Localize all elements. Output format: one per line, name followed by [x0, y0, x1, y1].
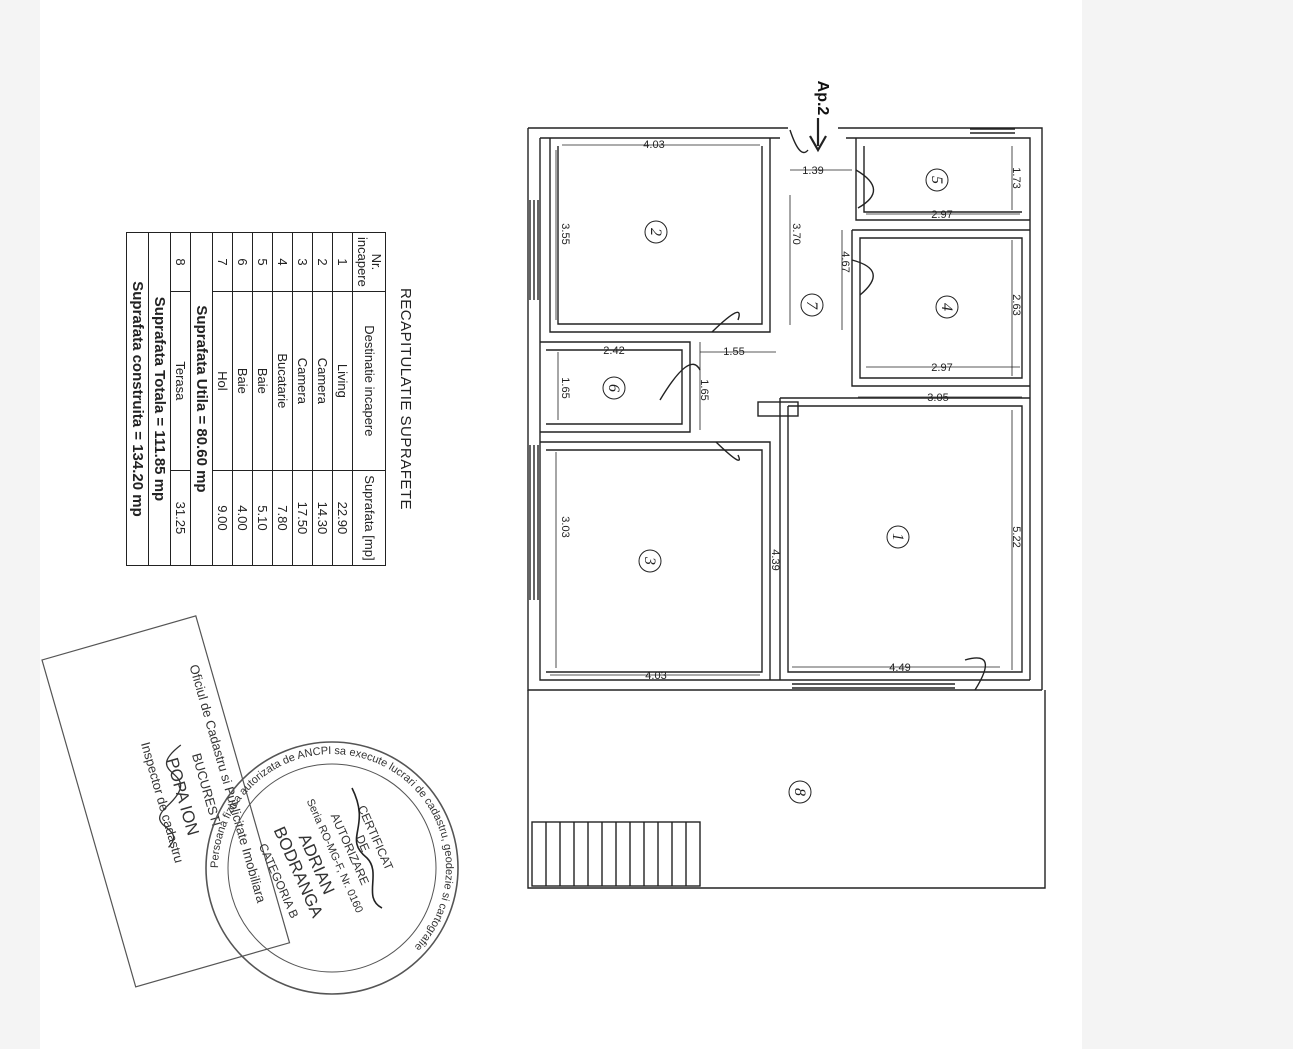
dimension-labels: 4.03 3.55 1.39 3.70 4.67 1.73 2.97 2.63 …: [559, 139, 1022, 682]
room-marker-1: 1: [886, 525, 910, 549]
dim-r5-side: 1.73: [1010, 167, 1022, 188]
dim-r1-top: 3.05: [927, 392, 948, 404]
dim-r3-side: 3.03: [559, 516, 571, 537]
hall-pillar: [757, 401, 799, 417]
room-markers: 2 7 5 4 6 1 3 8: [602, 168, 959, 804]
dim-r4-bottom: 2.97: [931, 362, 952, 374]
dim-hall-top: 1.39: [802, 165, 823, 177]
signature-ocpi: [159, 744, 182, 848]
room-marker-2: 2: [644, 220, 668, 244]
dim-r2-side: 3.55: [559, 223, 571, 244]
svg-text:7: 7: [803, 301, 820, 310]
svg-text:8: 8: [791, 788, 808, 796]
svg-text:5: 5: [928, 176, 945, 184]
window-room-1: [792, 683, 955, 689]
dim-r5-bottom: 2.97: [931, 209, 952, 221]
room-marker-8: 8: [788, 780, 812, 804]
dim-r3-bottom: 4.03: [645, 670, 666, 682]
dim-r4-side: 2.63: [1010, 294, 1022, 315]
door-room-4: [851, 259, 874, 296]
room-1-wall: [779, 397, 1030, 680]
window-room-3: [529, 445, 539, 600]
door-entrance: [789, 129, 809, 154]
entrance-arrow-icon: [809, 118, 827, 153]
dim-r2-top: 4.03: [643, 139, 664, 151]
outer-wall-inner: [539, 137, 1031, 681]
dim-hall-length: 3.70: [790, 223, 802, 244]
signature-ancpi: [351, 787, 383, 909]
svg-text:3: 3: [641, 556, 658, 565]
dimension-lines: [548, 144, 1022, 676]
door-room-3: [715, 441, 740, 461]
door-room-1: [964, 657, 987, 691]
dim-hall-width: 1.55: [723, 346, 744, 358]
entrance-label: Ap.2: [814, 81, 831, 116]
terrace-outline: [527, 690, 1046, 889]
room-marker-3: 3: [638, 549, 662, 573]
door-room-6: [659, 363, 701, 401]
stairs: [531, 821, 701, 887]
window-room-5: [970, 128, 1015, 134]
room-4-wall: [851, 229, 1030, 387]
svg-text:4: 4: [938, 303, 955, 311]
scan-margin-right: [1082, 0, 1293, 1049]
dim-r1-side: 5.22: [1010, 526, 1022, 547]
dim-r6-top: 2.42: [603, 345, 624, 357]
dim-hall-inner: 4.67: [839, 251, 851, 272]
room-5-wall: [855, 138, 1030, 221]
dim-r1-bottom: 4.49: [889, 662, 910, 674]
room-marker-6: 6: [602, 376, 626, 400]
svg-text:6: 6: [605, 384, 622, 392]
door-room-5: [855, 169, 875, 209]
dim-r6-door: 1.65: [698, 379, 710, 400]
dim-r3-inner: 4.39: [769, 549, 781, 570]
document-page: [40, 0, 1082, 1049]
dim-r6-side: 1.65: [559, 377, 571, 398]
room-marker-7: 7: [800, 293, 824, 317]
scan-margin-left: [0, 0, 40, 1049]
room-marker-5: 5: [925, 168, 949, 192]
svg-text:1: 1: [889, 533, 906, 541]
door-room-2: [711, 311, 740, 333]
room-2-wall: [549, 138, 771, 333]
room-marker-4: 4: [935, 295, 959, 319]
svg-text:2: 2: [647, 228, 664, 236]
window-room-2: [529, 200, 539, 300]
